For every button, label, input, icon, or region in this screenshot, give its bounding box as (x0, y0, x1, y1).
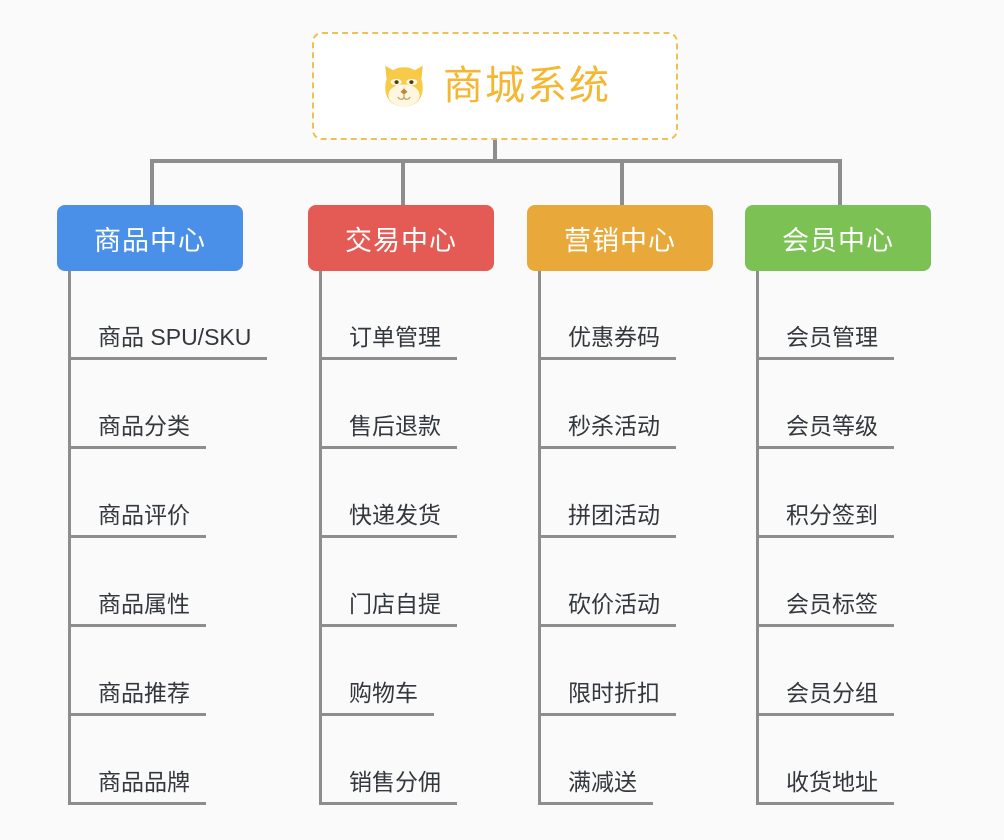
leaf-node[interactable]: 秒杀活动 (527, 360, 727, 449)
leaf-list: 商品 SPU/SKU 商品分类商品评价商品属性商品推荐商品品牌 (57, 271, 268, 805)
leaf-label: 会员管理 (756, 323, 894, 360)
leaf-label: 商品分类 (68, 412, 206, 449)
leaf-node[interactable]: 拼团活动 (527, 449, 727, 538)
leaf-node[interactable]: 会员分组 (745, 627, 945, 716)
leaf-node[interactable]: 限时折扣 (527, 627, 727, 716)
leaf-node[interactable]: 满减送 (527, 716, 727, 805)
category-header[interactable]: 交易中心 (308, 205, 494, 271)
leaf-label: 秒杀活动 (538, 412, 676, 449)
leaf-node[interactable]: 收货地址 (745, 716, 945, 805)
leaf-label: 拼团活动 (538, 501, 676, 538)
leaf-label: 售后退款 (319, 412, 457, 449)
leaf-node[interactable]: 销售分佣 (308, 716, 508, 805)
leaf-label: 购物车 (319, 679, 434, 716)
leaf-list: 会员管理会员等级积分签到会员标签会员分组收货地址 (745, 271, 945, 805)
leaf-node[interactable]: 商品推荐 (57, 627, 257, 716)
root-title: 商城系统 (443, 64, 611, 108)
connector-drop-1 (150, 159, 154, 207)
leaf-node[interactable]: 商品属性 (57, 538, 257, 627)
category-header[interactable]: 会员中心 (745, 205, 931, 271)
leaf-node[interactable]: 砍价活动 (527, 538, 727, 627)
leaf-node[interactable]: 优惠券码 (527, 271, 727, 360)
leaf-node[interactable]: 售后退款 (308, 360, 508, 449)
leaf-label: 快递发货 (319, 501, 457, 538)
leaf-node[interactable]: 商品品牌 (57, 716, 257, 805)
leaf-label: 会员分组 (756, 679, 894, 716)
shiba-dog-icon (379, 61, 429, 111)
leaf-node[interactable]: 商品分类 (57, 360, 257, 449)
category-column: 会员中心会员管理会员等级积分签到会员标签会员分组收货地址 (745, 205, 945, 805)
leaf-node[interactable]: 会员等级 (745, 360, 945, 449)
leaf-list: 优惠券码秒杀活动拼团活动砍价活动限时折扣满减送 (527, 271, 727, 805)
category-column: 营销中心优惠券码秒杀活动拼团活动砍价活动限时折扣满减送 (527, 205, 727, 805)
root-node[interactable]: 商城系统 (312, 32, 678, 140)
leaf-label: 限时折扣 (538, 679, 676, 716)
connector-stem (493, 140, 497, 162)
leaf-node[interactable]: 会员管理 (745, 271, 945, 360)
leaf-label: 商品 SPU/SKU (68, 323, 268, 360)
leaf-node[interactable]: 门店自提 (308, 538, 508, 627)
leaf-label: 商品品牌 (68, 768, 206, 805)
connector-drop-3 (620, 159, 624, 207)
category-column: 交易中心订单管理售后退款快递发货门店自提购物车销售分佣 (308, 205, 508, 805)
category-header[interactable]: 商品中心 (57, 205, 243, 271)
leaf-label: 积分签到 (756, 501, 894, 538)
leaf-label: 优惠券码 (538, 323, 676, 360)
leaf-label: 收货地址 (756, 768, 894, 805)
leaf-label: 满减送 (538, 768, 653, 805)
connector-drop-2 (401, 159, 405, 207)
leaf-label: 销售分佣 (319, 768, 457, 805)
leaf-label: 会员等级 (756, 412, 894, 449)
leaf-list: 订单管理售后退款快递发货门店自提购物车销售分佣 (308, 271, 508, 805)
leaf-label: 会员标签 (756, 590, 894, 627)
leaf-node[interactable]: 商品评价 (57, 449, 257, 538)
leaf-node[interactable]: 快递发货 (308, 449, 508, 538)
leaf-node[interactable]: 购物车 (308, 627, 508, 716)
leaf-label: 商品属性 (68, 590, 206, 627)
leaf-node[interactable]: 订单管理 (308, 271, 508, 360)
leaf-node[interactable]: 商品 SPU/SKU (57, 271, 268, 360)
leaf-node[interactable]: 积分签到 (745, 449, 945, 538)
category-column: 商品中心商品 SPU/SKU 商品分类商品评价商品属性商品推荐商品品牌 (57, 205, 268, 805)
leaf-node[interactable]: 会员标签 (745, 538, 945, 627)
connector-bus (150, 159, 838, 163)
leaf-label: 商品评价 (68, 501, 206, 538)
leaf-label: 订单管理 (319, 323, 457, 360)
leaf-label: 门店自提 (319, 590, 457, 627)
category-header[interactable]: 营销中心 (527, 205, 713, 271)
leaf-label: 砍价活动 (538, 590, 676, 627)
connector-drop-4 (838, 159, 842, 207)
leaf-label: 商品推荐 (68, 679, 206, 716)
